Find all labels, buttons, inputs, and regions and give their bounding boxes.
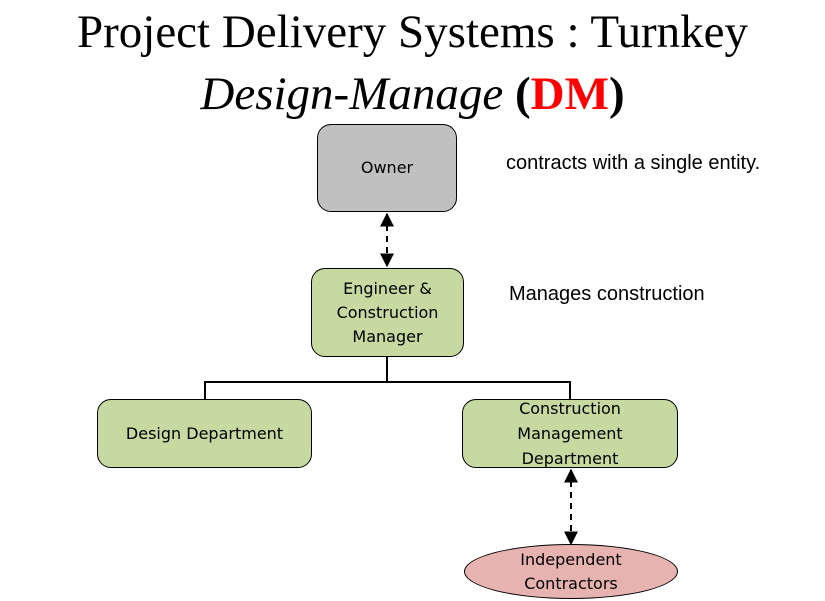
slide-title-line2: Design-Manage (DM) [0,66,825,122]
engineer-cm-line2: Construction [336,302,439,322]
contractors-line2: Contractors [524,573,618,593]
independent-contractors-node: Independent Contractors [464,544,678,599]
title-paren-open: ( [503,68,531,120]
cm-department-line3: Department [521,449,619,468]
owner-label: Owner [360,158,414,177]
cm-department-label: Construction Management Department [517,396,622,471]
design-department-node: Design Department [97,399,312,468]
engineer-cm-node: Engineer & Construction Manager [311,268,464,357]
engineer-cm-line1: Engineer & [343,278,432,298]
design-department-label: Design Department [125,423,284,443]
title-paren-close: ) [608,68,625,120]
cm-department-line1: Construction [519,399,621,418]
title-abbreviation: DM [530,68,609,120]
contractors-label: Independent Contractors [520,548,621,596]
owner-note: contracts with a single entity. [506,152,761,174]
owner-node: Owner [317,124,457,212]
contractors-line1: Independent [520,549,622,569]
engineer-cm-label: Engineer & Construction Manager [337,277,439,349]
ecm-note: Manages construction [509,283,705,305]
cm-department-node: Construction Management Department [462,399,678,468]
slide-title-line1: Project Delivery Systems : Turnkey [76,6,749,58]
engineer-cm-line3: Manager [352,326,423,346]
title-italic-text: Design-Manage [200,68,504,120]
cm-department-line2: Management [517,424,623,443]
